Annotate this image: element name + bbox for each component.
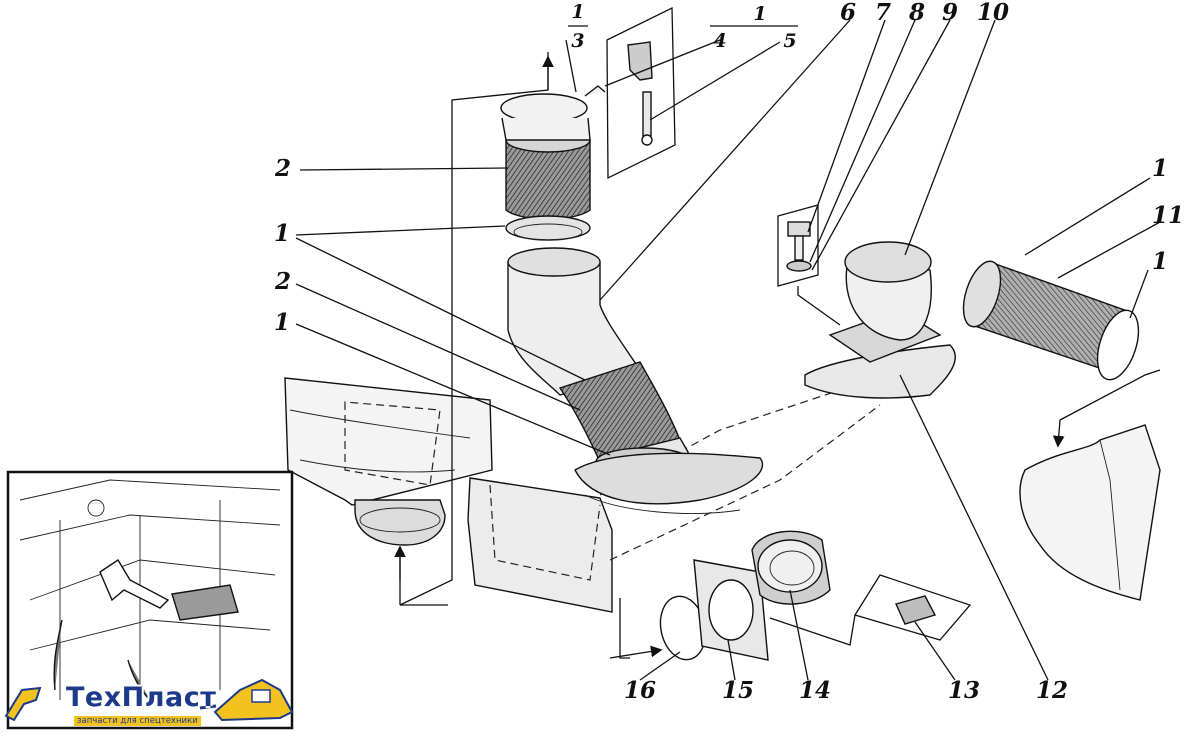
callout-1-left-lower: 1	[274, 309, 290, 336]
callout-13: 13	[948, 677, 980, 704]
right-shroud	[1019, 369, 1161, 601]
assembly-leader-frame	[394, 52, 663, 659]
location-inset	[6, 470, 294, 730]
bolt-detail-box	[777, 204, 841, 326]
callout-2-lower: 2	[274, 268, 291, 295]
excavator-logo-icon	[4, 678, 294, 722]
callout-1-right-lower: 1	[1152, 248, 1168, 275]
right-hose-assembly	[962, 260, 1140, 381]
clip-detail-box	[606, 6, 676, 180]
fraction-right-denominator-a: 4	[713, 30, 726, 52]
outlet-tee-assembly	[804, 241, 956, 399]
callout-2-upper: 2	[274, 155, 291, 182]
callout-12: 12	[1036, 677, 1068, 704]
callout-16: 16	[624, 677, 656, 704]
callout-11: 11	[1152, 202, 1184, 229]
lower-flange-parts	[659, 530, 972, 661]
brand-tagline: запчасти для спецтехники	[74, 716, 201, 726]
callout-1-left-upper: 1	[274, 220, 290, 247]
callout-leaders	[295, 19, 1161, 681]
duct-channel	[284, 377, 881, 613]
callout-10: 10	[977, 0, 1009, 26]
callout-1-right-upper: 1	[1152, 155, 1168, 182]
fraction-right-denominator-b: 5	[783, 30, 796, 52]
fraction-left-numerator: 1	[571, 1, 584, 23]
callout-6: 6	[840, 0, 856, 26]
callout-15: 15	[722, 677, 754, 704]
elbow-pipe-assembly	[507, 247, 764, 514]
fraction-right-numerator: 1	[753, 3, 766, 25]
callout-7: 7	[875, 0, 891, 26]
brand-logo-text: ТехПласт	[66, 682, 217, 713]
callout-8: 8	[908, 0, 925, 26]
fraction-left-denominator: 3	[571, 30, 584, 52]
callout-9: 9	[942, 0, 958, 26]
callout-14: 14	[799, 677, 831, 704]
upper-hose-assembly	[500, 85, 606, 241]
